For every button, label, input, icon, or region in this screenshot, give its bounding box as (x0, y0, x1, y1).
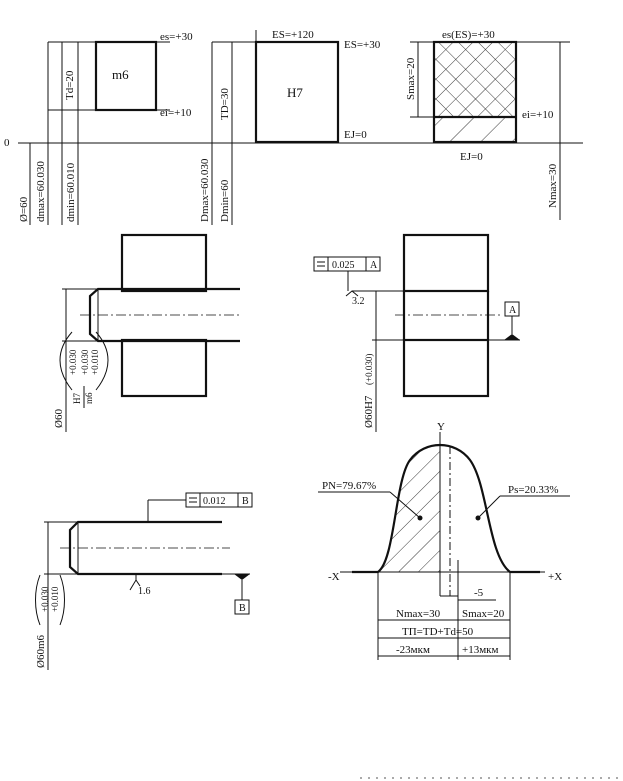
Dmax-label: Dmax=60.030 (199, 158, 211, 222)
datum-b-box (234, 599, 250, 615)
minus5-label: -5 (474, 587, 484, 599)
m6-zone (94, 40, 158, 112)
d60-label: Ø=60 (18, 196, 30, 222)
fit-h7: H7 (72, 393, 82, 404)
plus-x: +X (548, 571, 562, 583)
smax-label: Smax=20 (405, 57, 417, 100)
datum-b-ref: B (242, 496, 249, 507)
datum-triangle (504, 334, 520, 340)
ej-h7-label: EJ=0 (344, 129, 367, 141)
tolerance-zone-diagram: 0 m6 es=+30 ei=+10 Td=20 Ø=60 dmax=60.03… (4, 29, 583, 225)
flatness-box (313, 256, 329, 272)
datum-a-box (504, 301, 520, 317)
Dmin-label: Dmin=60 (219, 179, 231, 222)
ei-fit-label: ei=+10 (522, 109, 554, 121)
es-h7-label: ES=+30 (344, 39, 381, 51)
fit-up-h: +0.030 (68, 349, 78, 375)
m6-label: m6 (112, 67, 129, 82)
es-m6-label: es=+30 (160, 31, 193, 43)
tol-flat-mid: 0.025 (332, 260, 355, 271)
fit-up-s2: +0.010 (90, 349, 100, 375)
pn-label: PN=79.67% (322, 480, 376, 492)
dmax-label: dmax=60.030 (35, 161, 47, 222)
h7-zone (254, 40, 340, 144)
ej-fit-label: EJ=0 (460, 151, 483, 163)
y-label: Y (437, 421, 445, 433)
hole-dev: (+0.030) (364, 354, 374, 385)
dmin-label: dmin=60.010 (65, 162, 77, 222)
es-fit-label: es(ES)=+30 (442, 29, 495, 41)
flatness-box-shaft (185, 492, 201, 508)
fit-m6: m6 (84, 392, 94, 404)
ps-label: Ps=20.33% (508, 484, 559, 496)
ei-m6-label: ei=+10 (160, 107, 192, 119)
es120-label: ES=+120 (272, 29, 314, 41)
smax20-label: Smax=20 (462, 608, 505, 620)
datum-a-label: A (509, 305, 517, 316)
h7-label: H7 (287, 85, 303, 100)
m23-label: -23мкм (396, 644, 430, 656)
shaft-dim: Ø60m6 (35, 635, 47, 669)
distribution-curve: -X +X Y PN=79.67% Ps=20.33% -5 Nmax=30 S… (318, 421, 570, 660)
tol-flat-bot: 0.012 (203, 496, 226, 507)
hole-drawing: A 0.025 A 3.2 Ø60H7 (+0.030) (313, 233, 520, 432)
fit-zone (432, 40, 518, 144)
nmax30-label: Nmax=30 (396, 608, 441, 620)
datum-a-ref: A (370, 260, 378, 271)
fit-dia: Ø60 (53, 409, 65, 428)
tp-label: TП=TD+Td=50 (402, 626, 474, 638)
tD-label: TD=30 (219, 88, 231, 120)
minus-x: -X (328, 571, 340, 583)
td-label: Td=20 (64, 70, 76, 100)
shaft-up: +0.030 (40, 586, 50, 612)
nmax-label: Nmax=30 (547, 163, 559, 208)
zero-label: 0 (4, 137, 10, 149)
hole-dim: Ø60H7 (363, 395, 375, 428)
assembly-drawing: Ø60 H7 m6 +0.030 +0.030 +0.010 (53, 233, 242, 432)
datum-b-label: B (239, 603, 246, 614)
bell-curve (352, 444, 540, 574)
rough-bot: 1.6 (138, 586, 151, 597)
datum-b-triangle (234, 574, 250, 580)
shaft-drawing: Ø60m6 +0.030 +0.010 B 1.6 0.012 B (35, 492, 253, 670)
p13-label: +13мкм (462, 644, 499, 656)
rough-mid: 3.2 (352, 296, 365, 307)
shaft-lo: +0.010 (50, 586, 60, 612)
fit-up-s1: +0.030 (80, 349, 90, 375)
